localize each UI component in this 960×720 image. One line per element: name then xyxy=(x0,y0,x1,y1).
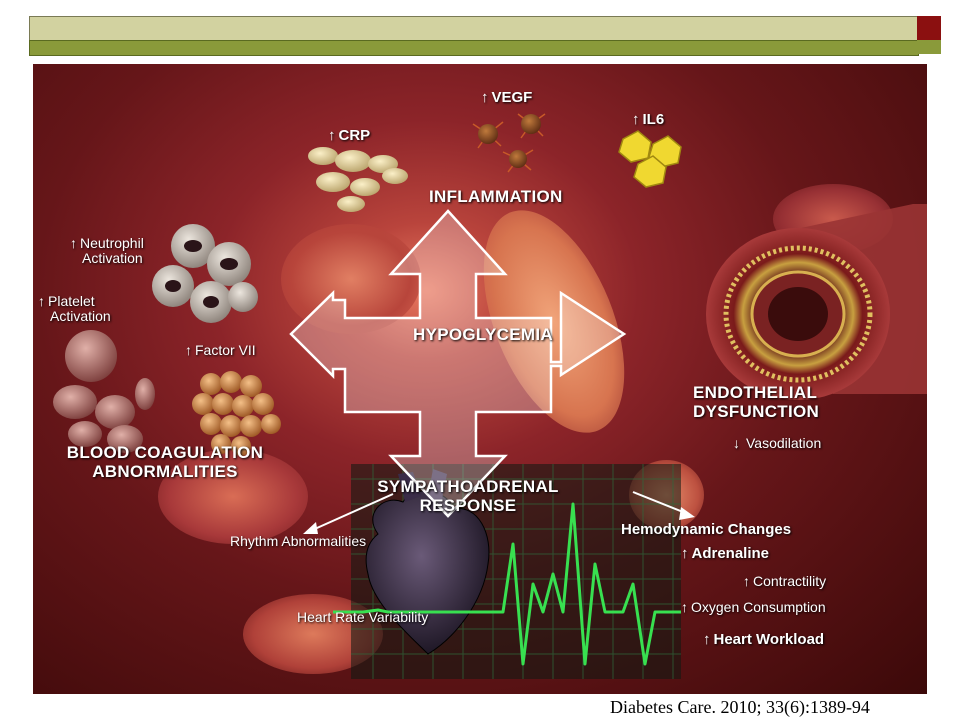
heart-rate-variability-label: Heart Rate Variability xyxy=(297,609,429,625)
hemodynamic-changes-title: Hemodynamic Changes xyxy=(621,521,792,538)
crp-molecules xyxy=(308,147,408,212)
il6-molecules xyxy=(618,130,682,188)
oxygen-consumption-label: ↑Oxygen Consumption xyxy=(681,599,826,615)
platelet-cells xyxy=(53,330,155,453)
adrenaline-label: ↑Adrenaline xyxy=(681,545,770,562)
inflammation-title: INFLAMMATION xyxy=(429,187,563,206)
vegf-molecules xyxy=(472,113,546,173)
hypoglycemia-diagram: ↑CRP ↑VEGF ↑IL6 INFLAMMATION HYPOGLYCEMI… xyxy=(33,64,927,694)
blood-coagulation-title: BLOOD COAGULATION ABNORMALITIES xyxy=(66,443,264,481)
factor-vii-label: ↑Factor VII xyxy=(185,342,256,358)
neutrophil-activation-label: ↑Neutrophil Activation xyxy=(70,235,144,267)
slide-accent-square xyxy=(917,16,941,40)
vegf-label: ↑VEGF xyxy=(481,89,533,106)
hypoglycemia-center-label: HYPOGLYCEMIA xyxy=(413,325,553,344)
slide-header-band xyxy=(29,16,919,42)
slide-accent-stripe xyxy=(917,40,941,54)
ecg-trace xyxy=(333,502,681,666)
vessel-tissue-patch xyxy=(158,449,308,544)
platelet-activation-label: ↑Platelet Activation xyxy=(38,293,111,325)
il6-label: ↑IL6 xyxy=(632,111,665,128)
citation-text: Diabetes Care. 2010; 33(6):1389-94 xyxy=(610,697,870,717)
vasodilation-label: ↓Vasodilation xyxy=(733,435,822,451)
rhythm-abnormalities-label: Rhythm Abnormalities xyxy=(230,533,367,549)
endothelial-vessel-illustration xyxy=(706,204,927,400)
contractility-label: ↑Contractility xyxy=(743,573,827,589)
neutrophil-cells xyxy=(152,224,258,323)
factor-vii-molecules xyxy=(192,371,281,456)
crp-label: ↑CRP xyxy=(328,127,371,144)
slide-header-stripe xyxy=(29,40,919,56)
diagram-artwork xyxy=(53,113,927,679)
heart-workload-label: ↑Heart Workload xyxy=(703,631,825,648)
sympathoadrenal-response-title: SYMPATHOADRENAL RESPONSE xyxy=(377,477,559,515)
sympathoadrenal-branch-arrows xyxy=(303,491,695,534)
vessel-tissue-patch xyxy=(281,224,421,334)
endothelial-dysfunction-title: ENDOTHELIAL DYSFUNCTION xyxy=(693,383,820,421)
hypoglycemia-cross-arrow xyxy=(289,209,627,518)
